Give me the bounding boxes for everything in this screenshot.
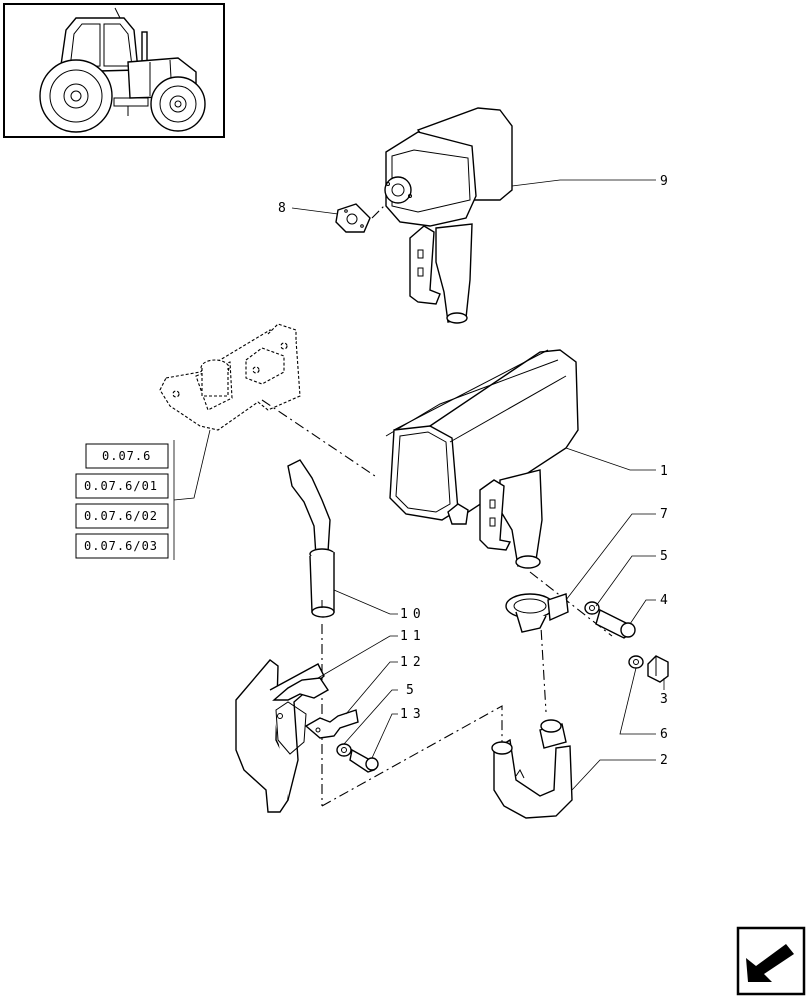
ref-box-0[interactable]: 0.07.6 xyxy=(85,443,169,469)
callout-5-lower: 5 xyxy=(406,683,414,698)
callout-13: 13 xyxy=(400,707,426,722)
callout-8: 8 xyxy=(278,201,286,216)
ref-box-2-label: 0.07.6/02 xyxy=(84,509,158,523)
bolt-4 xyxy=(595,608,636,639)
washer-6 xyxy=(628,655,644,669)
callout-7: 7 xyxy=(660,507,668,522)
callout-4: 4 xyxy=(660,593,668,608)
ref-box-1[interactable]: 0.07.6/01 xyxy=(75,473,169,499)
ref-box-2[interactable]: 0.07.6/02 xyxy=(75,503,169,529)
washer-5-lower xyxy=(336,743,352,757)
callout-6: 6 xyxy=(660,727,668,742)
callout-5: 5 xyxy=(660,549,668,564)
callout-12: 12 xyxy=(400,655,426,670)
callout-2: 2 xyxy=(660,753,668,768)
next-page-arrow-icon[interactable] xyxy=(736,926,806,996)
clamp-7 xyxy=(505,593,569,633)
ref-box-0-label: 0.07.6 xyxy=(102,449,151,463)
leader-lines xyxy=(173,179,665,791)
gasket-8 xyxy=(335,203,371,233)
reference-boxes[interactable]: 0.07.6 0.07.6/01 0.07.6/02 0.07.6/03 xyxy=(75,443,169,559)
callout-11: 11 xyxy=(400,629,426,644)
callout-labels: 9 8 1 7 5 4 3 6 2 10 11 12 5 13 xyxy=(278,174,668,768)
callout-3: 3 xyxy=(660,692,668,707)
exhaust-manifold-ghost xyxy=(159,323,301,431)
callout-9: 9 xyxy=(660,174,668,189)
tractor-thumbnail-icon xyxy=(3,3,225,138)
ref-box-3-label: 0.07.6/03 xyxy=(84,539,158,553)
muffler-main xyxy=(385,349,579,569)
nut-3 xyxy=(647,655,669,683)
support-bracket xyxy=(235,659,329,813)
callout-1: 1 xyxy=(660,464,668,479)
clamp-12 xyxy=(304,709,359,739)
ref-box-1-label: 0.07.6/01 xyxy=(84,479,158,493)
washer-5 xyxy=(584,601,600,615)
u-pipe xyxy=(491,719,573,819)
muffler-assembly-upper xyxy=(384,107,513,324)
ref-box-3[interactable]: 0.07.6/03 xyxy=(75,533,169,559)
callout-10: 10 xyxy=(400,607,426,622)
tail-pipe xyxy=(287,459,335,618)
